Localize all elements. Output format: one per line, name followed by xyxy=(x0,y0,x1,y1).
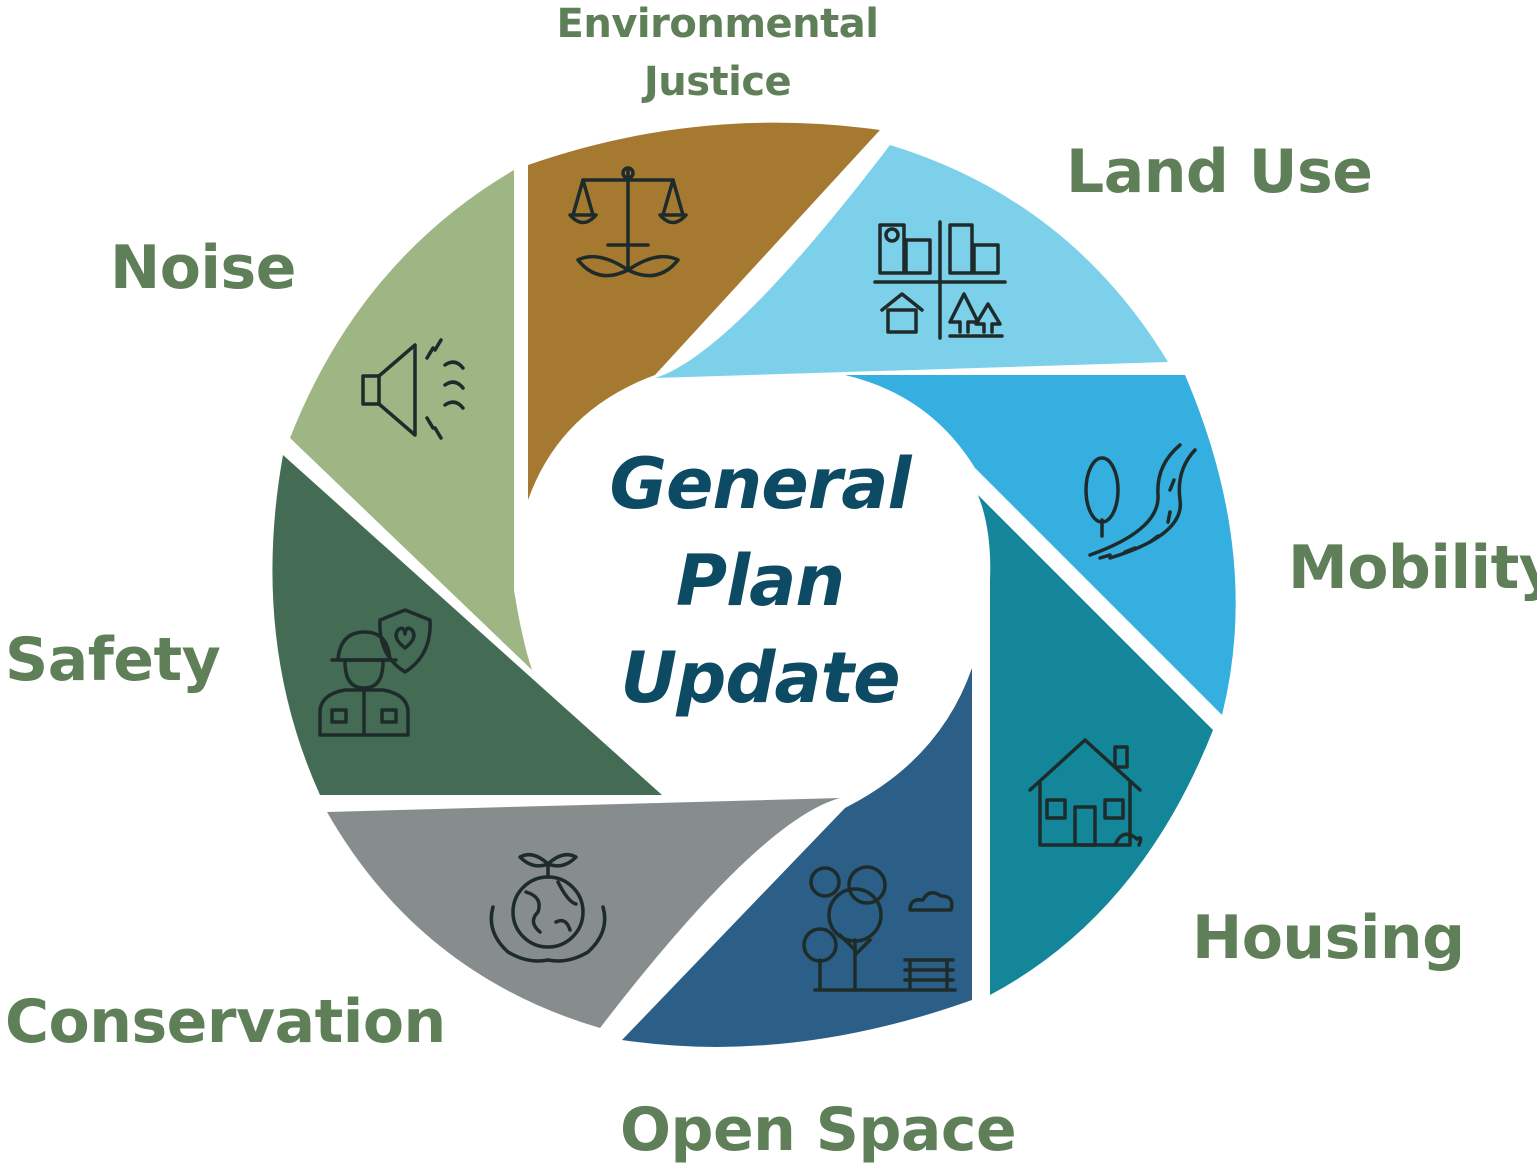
label-land-use: Land Use xyxy=(1066,137,1373,207)
label-environmental-justice: Environmental Justice xyxy=(545,0,890,111)
label-noise: Noise xyxy=(110,233,296,303)
tree-road-icon xyxy=(1084,443,1197,560)
center-title: General Plan Update xyxy=(560,436,960,727)
label-housing: Housing xyxy=(1192,903,1465,973)
segment-mobility xyxy=(845,375,1236,715)
label-open-space: Open Space xyxy=(620,1095,1017,1165)
center-title-line2: Plan xyxy=(675,540,845,622)
buildings-house-trees-icon xyxy=(873,220,1007,340)
segment-land-use xyxy=(655,145,1168,378)
label-mobility: Mobility xyxy=(1288,533,1537,603)
segment-open-space xyxy=(622,668,972,1047)
label-environmental-justice-line1: Environmental xyxy=(556,1,879,47)
worker-shield-heart-icon xyxy=(318,608,432,737)
segment-housing xyxy=(978,495,1213,995)
megaphone-sound-icon xyxy=(361,338,465,440)
label-conservation: Conservation xyxy=(5,987,446,1057)
segment-noise xyxy=(290,170,532,670)
house-icon xyxy=(1028,738,1143,847)
earth-hands-sprout-icon xyxy=(489,852,607,963)
label-environmental-justice-line2: Justice xyxy=(643,59,792,105)
segment-safety xyxy=(272,455,662,795)
scales-leaves-icon xyxy=(568,166,688,278)
trees-bench-cloud-icon xyxy=(802,865,957,992)
center-title-line1: General xyxy=(609,443,912,525)
segment-environmental-justice xyxy=(528,122,880,500)
label-safety: Safety xyxy=(5,625,221,695)
center-title-line3: Update xyxy=(620,637,900,719)
